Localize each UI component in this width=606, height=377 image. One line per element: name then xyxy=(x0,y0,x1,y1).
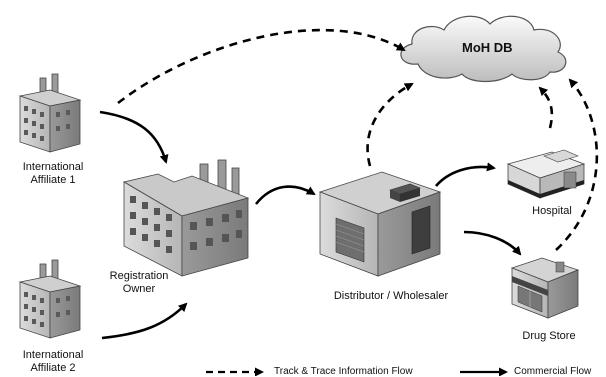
drug-store-icon xyxy=(510,257,580,319)
legend-track-trace-label: Track & Trace Information Flow xyxy=(274,366,413,377)
factory-registration-owner-icon xyxy=(122,159,250,277)
registration-owner-label-line2: Owner xyxy=(122,283,156,295)
edge-distributor-to-hospital xyxy=(435,162,496,187)
drug-store-label: Drug Store xyxy=(522,330,576,342)
registration-owner-label-line1: Registration xyxy=(109,270,169,282)
edge-affiliate1-to-registration-owner xyxy=(99,110,169,164)
affiliate-1-label-line1: International xyxy=(22,161,84,173)
hospital-label: Hospital xyxy=(532,205,572,217)
affiliate-1-label-line2: Affiliate 1 xyxy=(30,174,76,186)
edge-distributor-to-drugstore xyxy=(463,230,522,256)
hospital-icon xyxy=(506,149,586,199)
edge-drugstore-to-mohdb xyxy=(555,78,599,251)
edge-affiliate2-to-registration-owner xyxy=(101,302,188,340)
affiliate-2-label: International Affiliate 2 xyxy=(14,349,92,375)
warehouse-distributor-icon xyxy=(318,171,442,277)
moh-db-label: MoH DB xyxy=(462,40,513,55)
affiliate-2-label-line2: Affiliate 2 xyxy=(30,362,76,374)
factory-affiliate-1-icon xyxy=(18,73,82,153)
edge-affiliate1-to-mohdb xyxy=(117,28,406,105)
affiliate-1-label: International Affiliate 1 xyxy=(14,161,92,187)
registration-owner-label: Registration Owner xyxy=(104,270,174,296)
edge-hospital-to-mohdb xyxy=(538,86,554,129)
edge-registration-owner-to-distributor xyxy=(254,185,316,205)
moh-db-cloud xyxy=(400,15,567,83)
factory-affiliate-2-icon xyxy=(18,259,82,339)
distributor-label: Distributor / Wholesaler xyxy=(333,290,449,302)
affiliate-2-label-line1: International xyxy=(22,349,84,361)
legend-commercial-label: Commercial Flow xyxy=(514,366,592,377)
edge-distributor-to-mohdb xyxy=(366,82,414,167)
